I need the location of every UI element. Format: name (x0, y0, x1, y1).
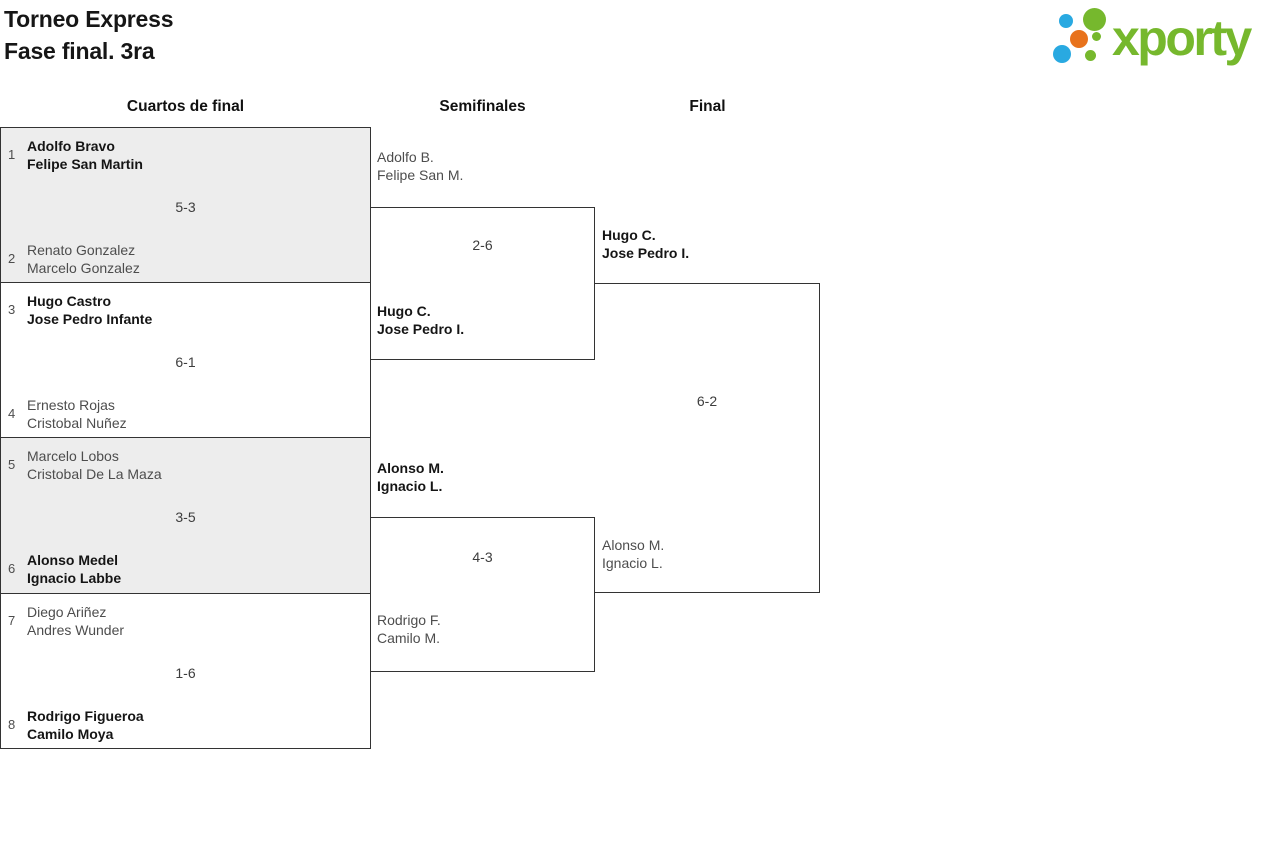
match-quarterfinal-2: 3 Hugo Castro Jose Pedro Infante 6-1 4 E… (0, 283, 371, 438)
seed-number: 4 (8, 406, 16, 421)
team-name-line1: Hugo C. (602, 227, 656, 243)
logo-wordmark: xporty (1112, 10, 1252, 66)
logo-dot-icon (1059, 14, 1073, 28)
team-name-line1: Adolfo B. (377, 149, 434, 165)
match-semifinal-1: 2-6 (370, 207, 595, 360)
team-name-line2: Ignacio L. (377, 478, 443, 494)
team-name: Alonso Medel Ignacio Labbe (27, 551, 121, 587)
logo-dot-icon (1085, 50, 1096, 61)
xporty-logo[interactable]: xporty (0, 0, 1280, 80)
match-score: 3-5 (175, 509, 196, 525)
team-name-line1: Alonso Medel (27, 552, 119, 568)
team-name: Ernesto Rojas Cristobal Nuñez (27, 396, 127, 432)
team-name-line2: Jose Pedro Infante (27, 311, 153, 327)
team-name: Marcelo Lobos Cristobal De La Maza (27, 447, 162, 483)
team-name-line1: Alonso M. (602, 537, 665, 553)
team-name-line2: Camilo Moya (27, 726, 114, 742)
match-score: 1-6 (175, 665, 196, 681)
team-name: Hugo Castro Jose Pedro Infante (27, 292, 152, 328)
team-name-line2: Marcelo Gonzalez (27, 260, 140, 276)
seed-number: 2 (8, 251, 16, 266)
team-name-line2: Felipe San M. (377, 167, 464, 183)
round-header-final: Final (689, 98, 726, 115)
match-semifinal-2: 4-3 (370, 517, 595, 672)
team-name: Rodrigo Figueroa Camilo Moya (27, 707, 144, 743)
seed-number: 3 (8, 302, 16, 317)
team-name-line2: Felipe San Martin (27, 156, 143, 172)
team-name-line2: Jose Pedro I. (377, 321, 465, 337)
team-name-line2: Andres Wunder (27, 622, 125, 638)
team-name: Rodrigo F. Camilo M. (377, 611, 441, 647)
team-name-line1: Alonso M. (377, 460, 444, 476)
team-name-line1: Rodrigo F. (377, 612, 441, 628)
team-name: Hugo C. Jose Pedro I. (377, 302, 464, 338)
team-name-line2: Camilo M. (377, 630, 441, 646)
round-header-quarterfinals: Cuartos de final (126, 98, 245, 115)
team-name-line1: Adolfo Bravo (27, 138, 115, 154)
team-name-line2: Jose Pedro I. (602, 245, 690, 261)
team-name-line1: Hugo C. (377, 303, 431, 319)
team-name-line1: Rodrigo Figueroa (27, 708, 144, 724)
team-name-line1: Renato Gonzalez (27, 242, 136, 258)
match-score: 6-1 (175, 354, 196, 370)
logo-dot-icon (1083, 8, 1106, 31)
match-score: 5-3 (175, 199, 196, 215)
match-quarterfinal-4: 7 Diego Ariñez Andres Wunder 1-6 8 Rodri… (0, 594, 371, 749)
match-final: 6-2 (595, 283, 820, 593)
page-title: Torneo Express Fase final. 3ra (4, 3, 174, 67)
seed-number: 6 (8, 561, 16, 576)
match-score: 4-3 (472, 549, 493, 565)
team-name-line1: Hugo Castro (27, 293, 111, 309)
match-quarterfinal-1: 1 Adolfo Bravo Felipe San Martin 5-3 2 R… (0, 127, 371, 283)
team-name-line2: Ignacio Labbe (27, 570, 122, 586)
team-name: Hugo C. Jose Pedro I. (602, 226, 689, 262)
team-name-line1: Marcelo Lobos (27, 448, 119, 464)
match-quarterfinal-3: 5 Marcelo Lobos Cristobal De La Maza 3-5… (0, 438, 371, 594)
team-name-line1: Ernesto Rojas (27, 397, 115, 413)
team-name-line1: Diego Ariñez (27, 604, 107, 620)
logo-dot-icon (1053, 45, 1071, 63)
seed-number: 7 (8, 613, 16, 628)
round-header-semifinals: Semifinales (439, 98, 526, 115)
seed-number: 8 (8, 717, 16, 732)
team-name: Adolfo Bravo Felipe San Martin (27, 137, 143, 173)
team-name: Alonso M. Ignacio L. (602, 536, 664, 572)
team-name: Adolfo B. Felipe San M. (377, 148, 463, 184)
page-title-line1: Torneo Express (4, 6, 174, 32)
seed-number: 1 (8, 147, 16, 162)
match-score: 6-2 (696, 393, 718, 409)
logo-dot-icon (1070, 30, 1088, 48)
team-name: Alonso M. Ignacio L. (377, 459, 444, 495)
seed-number: 5 (8, 457, 16, 472)
page-title-line2: Fase final. 3ra (4, 38, 155, 64)
team-name-line2: Cristobal De La Maza (27, 466, 162, 482)
team-name-line2: Cristobal Nuñez (27, 415, 127, 431)
match-score: 2-6 (472, 237, 493, 253)
logo-dot-icon (1092, 32, 1101, 41)
team-name: Diego Ariñez Andres Wunder (27, 603, 124, 639)
team-name: Renato Gonzalez Marcelo Gonzalez (27, 241, 140, 277)
team-name-line2: Ignacio L. (602, 555, 663, 571)
